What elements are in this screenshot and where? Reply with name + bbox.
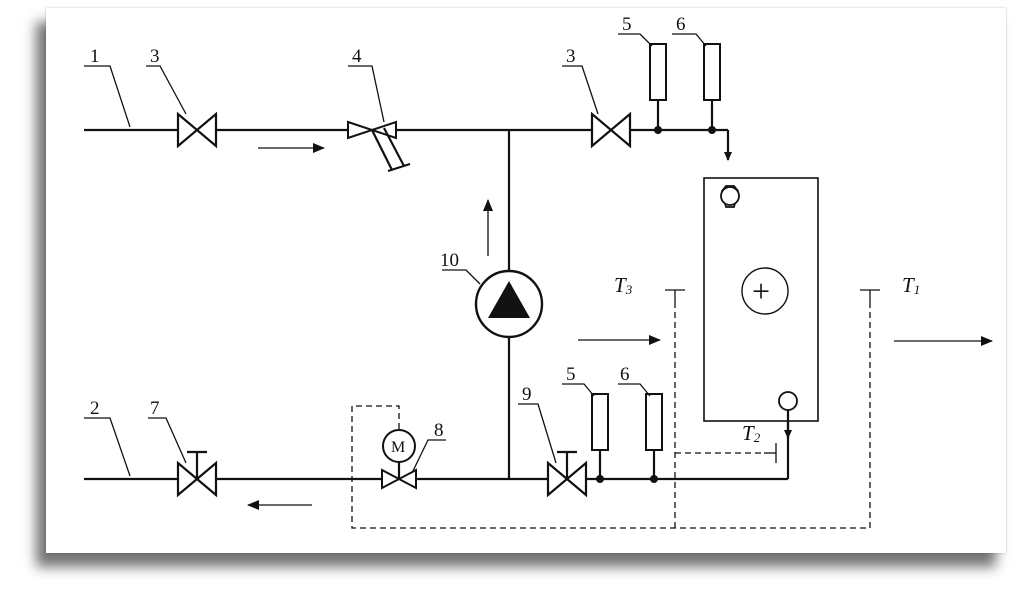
strainer-valve-icon — [347, 120, 411, 173]
sensor-t3-icon — [665, 289, 685, 302]
sensor-t1-icon — [860, 289, 880, 302]
pressure-gauge-icon — [645, 393, 663, 483]
label-3-right: 3 — [566, 46, 576, 67]
label-8: 8 — [434, 420, 444, 441]
label-6-supply: 6 — [676, 14, 686, 35]
supply-pipe — [84, 128, 732, 161]
sensor-t2-label: T2 — [742, 421, 761, 445]
shutoff-valve-icon — [176, 111, 218, 149]
label-9: 9 — [522, 384, 532, 405]
shutoff-valve-icon — [590, 111, 632, 149]
return-pipe — [84, 420, 790, 481]
label-1: 1 — [90, 46, 100, 67]
pressure-gauge-icon — [703, 43, 721, 134]
balancing-valve-icon — [546, 450, 588, 498]
label-2: 2 — [90, 398, 100, 419]
thermometer-icon — [649, 43, 667, 134]
control-wiring — [351, 302, 871, 529]
label-3-supply: 3 — [150, 46, 160, 67]
leader-lines — [84, 33, 707, 477]
thermometer-icon — [591, 393, 609, 483]
sensor-t3-label: T3 — [614, 273, 633, 297]
sensor-t2-icon — [764, 443, 777, 463]
sensor-t1-label: T1 — [902, 273, 920, 297]
motor-label: M — [391, 439, 405, 456]
label-7: 7 — [150, 398, 160, 419]
label-4: 4 — [352, 46, 362, 67]
label-10: 10 — [440, 250, 459, 271]
motor-icon — [382, 429, 416, 463]
heater-unit — [703, 177, 819, 439]
label-5-supply: 5 — [622, 14, 632, 35]
shutoff-valve-icon — [176, 450, 218, 498]
control-valve-icon — [381, 462, 417, 490]
pump-icon — [474, 269, 544, 339]
heater-plus-label: + — [752, 273, 770, 309]
label-6-return: 6 — [620, 364, 630, 385]
label-5-return: 5 — [566, 364, 576, 385]
